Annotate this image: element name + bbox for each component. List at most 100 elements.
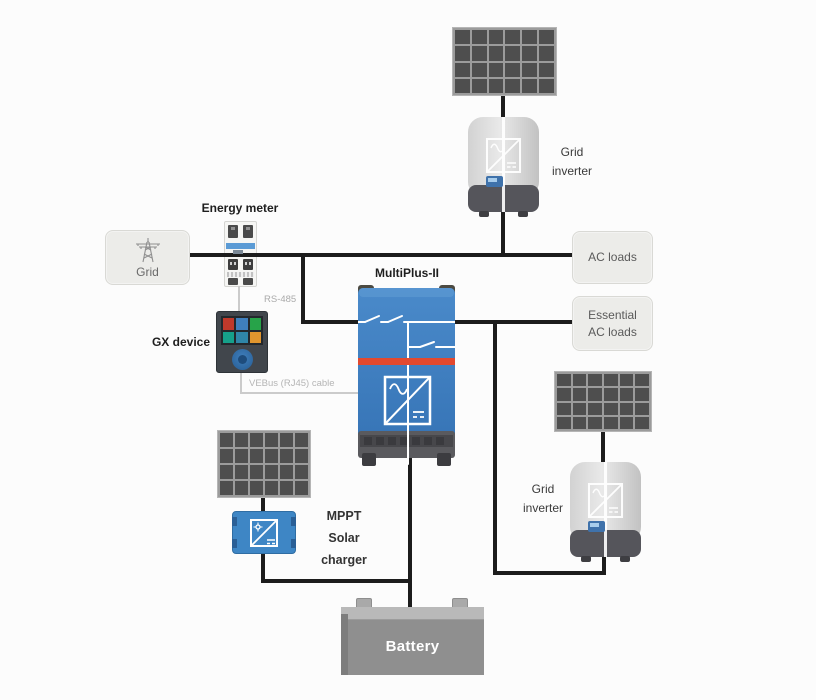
solar-cell <box>295 481 308 495</box>
grid-inverter-top-label-line1: Grid <box>560 145 584 159</box>
meter-terminal <box>243 225 253 238</box>
wire-acin-to-multiplus <box>301 320 361 324</box>
solar-cell <box>557 374 571 387</box>
battery-lid <box>341 607 484 620</box>
gx-device-label: GX device <box>151 335 210 349</box>
grid-inverter-right-label: Grid inverter <box>503 480 583 518</box>
battery-body <box>341 620 484 675</box>
solar-cell <box>250 481 263 495</box>
solar-cell <box>557 416 571 429</box>
wire-vebus-vertical <box>240 372 242 394</box>
wire-multiplus-to-battery <box>408 458 412 607</box>
solar-cell <box>235 449 248 463</box>
multiplus-transfer-switch-circuit <box>358 315 455 465</box>
solar-cell <box>604 388 618 401</box>
solar-cell <box>588 416 602 429</box>
solar-cell <box>619 388 634 401</box>
solar-cell <box>588 374 602 387</box>
solar-cell <box>572 416 587 429</box>
gx-tile-red <box>223 318 235 330</box>
solar-cell <box>220 449 233 463</box>
gx-tile-cyan <box>236 331 248 343</box>
solar-cell <box>455 62 470 77</box>
solar-cell <box>295 433 308 447</box>
solar-cell <box>539 62 554 77</box>
solar-cell <box>557 388 571 401</box>
inverter-symbol <box>383 375 432 426</box>
wire-panel-left-drop <box>261 496 265 514</box>
multiplus-red-stripe <box>358 358 455 365</box>
grid-inverter-right-label-line2: inverter <box>522 501 563 515</box>
essential-ac-loads-box: Essential AC loads <box>572 296 653 351</box>
solar-cell <box>265 481 278 495</box>
solar-charger-symbol <box>250 519 278 547</box>
energy-meter-label: Energy meter <box>201 201 279 215</box>
energy-meter-device <box>224 221 257 287</box>
ac-loads-box: AC loads <box>572 231 653 284</box>
solar-cell <box>505 78 521 93</box>
gx-screen <box>221 316 263 345</box>
mppt-mount-tab <box>232 539 237 548</box>
solar-cell <box>280 465 293 479</box>
meter-terminal <box>228 225 238 238</box>
vebus-cable-label: VEBus (RJ45) cable <box>249 378 335 389</box>
solar-cell <box>635 402 649 415</box>
solar-cell <box>488 62 504 77</box>
mppt-label: MPPT Solar charger <box>304 505 384 571</box>
gx-tile-blue <box>236 318 248 330</box>
solar-cell <box>455 46 470 61</box>
grid-inverter-top <box>468 117 539 217</box>
wire-rs485 <box>238 286 240 312</box>
meter-port <box>243 259 253 270</box>
solar-cell <box>488 46 504 61</box>
meter-hatch <box>227 272 254 277</box>
solar-cell <box>522 62 538 77</box>
solar-cell <box>471 78 487 93</box>
gx-tile-orange <box>249 331 261 343</box>
solar-panel-top <box>452 27 557 96</box>
grid-inverter-right-label-line1: Grid <box>531 482 555 496</box>
transmission-tower-icon <box>135 237 160 262</box>
solar-cell <box>557 402 571 415</box>
wire-mppt-drop <box>261 551 265 583</box>
solar-cell <box>455 78 470 93</box>
solar-cell <box>280 449 293 463</box>
mppt-label-line2: Solar <box>328 531 360 545</box>
meter-terminal <box>243 278 253 285</box>
gx-tile-green <box>249 318 261 330</box>
solar-cell <box>539 30 554 45</box>
gx-control-pad-center <box>238 355 247 364</box>
solar-cell <box>619 416 634 429</box>
solar-cell <box>522 30 538 45</box>
wire-essential-bus-horizontal <box>493 571 606 575</box>
wire-essential-bus-drop <box>493 320 497 575</box>
gx-device <box>216 311 268 373</box>
solar-cell <box>572 402 587 415</box>
grid-inverter-top-label-line2: inverter <box>551 164 592 178</box>
mppt-mount-tab <box>291 517 296 526</box>
solar-cell <box>604 416 618 429</box>
solar-cell <box>471 30 487 45</box>
battery-label: Battery <box>385 638 440 655</box>
meter-display <box>233 250 243 254</box>
solar-panel-left <box>217 430 311 498</box>
inverter-symbol <box>588 483 623 518</box>
rs485-label: RS-485 <box>264 294 297 305</box>
solar-cell <box>250 465 263 479</box>
mppt-mount-tab <box>291 539 296 548</box>
solar-cell <box>280 433 293 447</box>
solar-cell <box>539 78 554 93</box>
meter-blue-band <box>226 243 255 249</box>
solar-cell <box>250 433 263 447</box>
solar-cell <box>471 62 487 77</box>
solar-cell <box>505 46 521 61</box>
solar-cell <box>505 30 521 45</box>
solar-cell <box>295 449 308 463</box>
wire-panel-top-drop <box>501 93 505 130</box>
solar-cell <box>572 374 587 387</box>
wire-grid-inverter-right-up <box>602 553 606 575</box>
solar-cell <box>265 465 278 479</box>
solar-cell <box>265 433 278 447</box>
solar-cell <box>235 433 248 447</box>
